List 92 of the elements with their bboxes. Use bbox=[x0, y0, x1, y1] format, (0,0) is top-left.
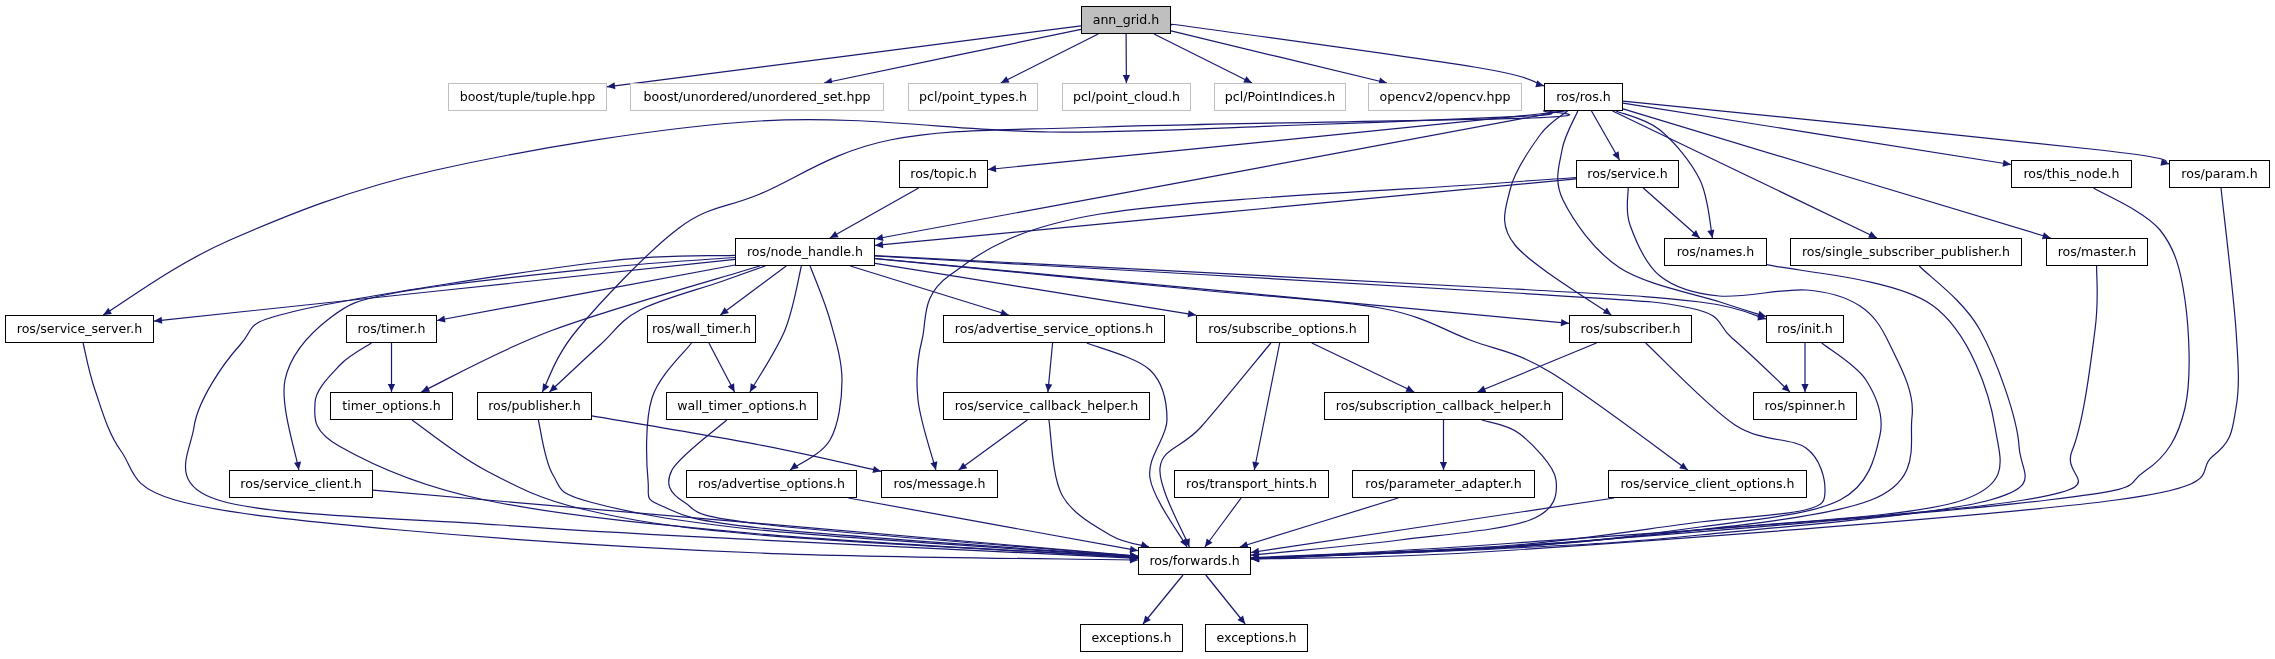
arrow bbox=[749, 265, 802, 393]
file-box: wall_timer_options.h bbox=[666, 392, 818, 420]
arrow bbox=[420, 265, 761, 393]
file-box: ros/parameter_adapter.h bbox=[1352, 470, 1535, 498]
arrow bbox=[436, 264, 736, 323]
file-box: ros/node_handle.h bbox=[735, 238, 875, 266]
arrow bbox=[789, 265, 843, 471]
arrow bbox=[958, 419, 1028, 471]
arrow bbox=[1615, 110, 1715, 239]
arrow bbox=[916, 177, 1577, 471]
arrow bbox=[874, 262, 1197, 318]
arrow bbox=[874, 178, 1577, 249]
file-box: ros/this_node.h bbox=[2011, 160, 2132, 188]
arrow bbox=[1086, 342, 1188, 548]
arrow bbox=[1557, 110, 1767, 318]
external-file-box: pcl/PointIndices.h bbox=[1214, 83, 1346, 111]
arrow bbox=[1590, 110, 1621, 161]
file-box: ros/publisher.h bbox=[477, 392, 592, 420]
file-box: ros/init.h bbox=[1766, 315, 1844, 343]
arrow bbox=[1252, 342, 1281, 471]
file-box: ros/service.h bbox=[1576, 160, 1679, 188]
file-box: ros/service_server.h bbox=[5, 315, 154, 343]
arrow bbox=[1170, 30, 1388, 85]
file-box: exceptions.h bbox=[1080, 624, 1183, 652]
file-box: ros/service_client.h bbox=[229, 470, 373, 498]
file-box: ros/subscription_callback_helper.h bbox=[1324, 392, 1563, 420]
file-box: exceptions.h bbox=[1205, 624, 1308, 652]
arrow bbox=[1439, 419, 1448, 471]
arrow bbox=[606, 25, 1082, 90]
file-box: ros/transport_hints.h bbox=[1174, 470, 1329, 498]
arrow bbox=[1204, 497, 1242, 548]
arrow bbox=[1642, 187, 1701, 239]
file-box: timer_options.h bbox=[330, 392, 453, 420]
arrow bbox=[1159, 342, 1272, 548]
file-box: ros/subscriber.h bbox=[1569, 315, 1692, 343]
arrow bbox=[849, 265, 1010, 317]
file-box: ros/timer.h bbox=[346, 315, 437, 343]
arrow bbox=[1239, 497, 1399, 549]
file-box: ros/master.h bbox=[2046, 238, 2148, 266]
arrow bbox=[387, 342, 396, 393]
arrow bbox=[283, 256, 736, 471]
external-file-box: boost/tuple/tuple.hpp bbox=[448, 83, 607, 111]
arrow bbox=[102, 110, 1553, 316]
arrow bbox=[1000, 33, 1099, 84]
file-box: ros/wall_timer.h bbox=[647, 315, 756, 343]
arrow bbox=[1622, 108, 2052, 240]
arrow bbox=[1048, 419, 1150, 549]
file-box: ros/param.h bbox=[2169, 160, 2270, 188]
file-box: ros/ros.h bbox=[1544, 83, 1623, 111]
arrow bbox=[874, 255, 1767, 321]
arrow bbox=[548, 265, 766, 393]
arrow bbox=[1622, 102, 2012, 167]
arrow bbox=[1142, 574, 1184, 625]
arrow bbox=[1122, 33, 1130, 84]
arrow bbox=[1612, 110, 1878, 239]
file-box: ros/names.h bbox=[1664, 238, 1767, 266]
external-file-box: pcl/point_types.h bbox=[908, 83, 1038, 111]
file-box: ros/topic.h bbox=[899, 160, 988, 188]
selected-file-box: ann_grid.h bbox=[1081, 6, 1171, 34]
arrow bbox=[1205, 574, 1246, 625]
arrow bbox=[591, 415, 882, 474]
arrow bbox=[823, 28, 1082, 85]
arrow bbox=[1153, 33, 1253, 84]
arrow bbox=[874, 255, 1791, 393]
arrow bbox=[1045, 342, 1054, 393]
file-box: ros/spinner.h bbox=[1753, 392, 1857, 420]
external-file-box: boost/unordered/unordered_set.hpp bbox=[630, 83, 884, 111]
external-file-box: pcl/point_cloud.h bbox=[1062, 83, 1191, 111]
arrow bbox=[874, 258, 1689, 471]
arrow bbox=[541, 110, 1571, 393]
file-box: ros/forwards.h bbox=[1138, 547, 1251, 575]
file-box: ros/single_subscriber_publisher.h bbox=[1790, 238, 2022, 266]
arrow bbox=[708, 342, 736, 393]
file-box: ros/service_client_options.h bbox=[1608, 470, 1807, 498]
external-file-box: opencv2/opencv.hpp bbox=[1368, 83, 1522, 111]
arrow bbox=[153, 258, 736, 324]
arrow bbox=[719, 265, 787, 316]
file-box: ros/service_callback_helper.h bbox=[943, 392, 1150, 420]
arrow bbox=[1250, 419, 1558, 558]
file-box: ros/advertise_options.h bbox=[686, 470, 857, 498]
arrow bbox=[1622, 100, 2170, 166]
file-box: ros/subscribe_options.h bbox=[1196, 315, 1369, 343]
arrow bbox=[829, 187, 920, 239]
arrow bbox=[184, 254, 1139, 562]
arrow bbox=[82, 342, 1139, 564]
file-box: ros/message.h bbox=[881, 470, 998, 498]
arrow bbox=[1311, 342, 1415, 393]
arrow bbox=[372, 489, 1139, 559]
arrow bbox=[1504, 110, 1612, 316]
file-box: ros/advertise_service_options.h bbox=[943, 315, 1165, 343]
arrow bbox=[1476, 342, 1598, 393]
arrow bbox=[1801, 342, 1809, 393]
